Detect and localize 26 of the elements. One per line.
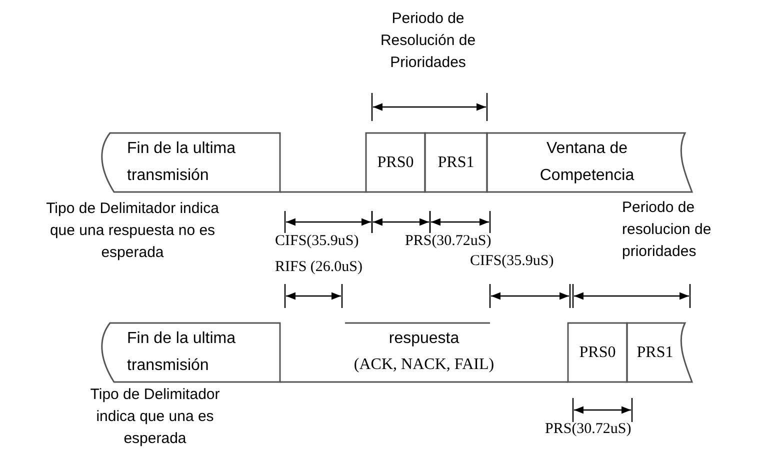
timing-segment xyxy=(425,133,487,192)
timing-label: PRS(30.72uS) xyxy=(545,420,632,439)
segment-label: PRS1 xyxy=(436,153,476,173)
timing-segment xyxy=(627,323,690,382)
segment-label: PRS0 xyxy=(376,153,415,173)
segment-label: Fin de la ultima transmisión xyxy=(127,139,236,186)
annotation-text: Periodo de resolucion de prioridades xyxy=(622,198,712,262)
segment-label: (ACK, NACK, FAIL) xyxy=(352,355,496,375)
segment-label: Fin de la ultima transmisión xyxy=(127,329,236,376)
timing-label: CIFS(35.9uS) xyxy=(275,232,360,251)
segment-label: PRS1 xyxy=(636,343,674,363)
timing-segment xyxy=(100,323,280,382)
segment-label: respuesta xyxy=(388,329,460,349)
timing-label: RIFS (26.0uS) xyxy=(275,258,364,277)
annotation-text: Tipo de Delimitador indica que una respuesta no es esperada xyxy=(45,199,220,263)
timing-segment xyxy=(280,323,568,382)
timing-segment xyxy=(366,133,425,192)
timing-label: PRS(30.72uS) xyxy=(405,232,492,251)
timing-label: CIFS(35.9uS) xyxy=(470,252,555,271)
timing-segment xyxy=(568,323,627,382)
timing-segment xyxy=(100,133,280,192)
timing-segment xyxy=(487,133,690,192)
segment-label: Ventana de Competencia xyxy=(538,139,636,186)
annotation-text: Periodo de Resolución de Prioridades xyxy=(379,9,477,73)
segment-label: PRS0 xyxy=(578,343,617,363)
annotation-text: Tipo de Delimitador indica que una es esperada xyxy=(89,385,221,449)
